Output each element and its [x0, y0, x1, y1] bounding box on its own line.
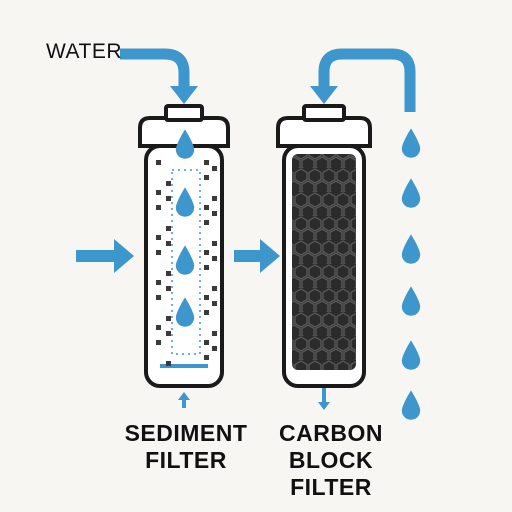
- sediment-particle: [204, 250, 209, 255]
- sediment-particle: [204, 175, 209, 180]
- carbon-filter-label: CARBON BLOCK FILTER: [256, 420, 406, 501]
- sediment-particle: [156, 340, 161, 345]
- sediment-particle: [156, 250, 161, 255]
- sediment-particle: [204, 310, 209, 315]
- sediment-particle: [212, 166, 217, 171]
- carbon-inlet-arrow: [310, 48, 416, 112]
- sediment-label-line2: FILTER: [145, 447, 227, 473]
- water-drop-icon: [401, 234, 421, 264]
- sediment-filter: [138, 104, 230, 408]
- water-label: WATER: [46, 40, 122, 63]
- sediment-particle: [166, 331, 171, 336]
- output-drops: [401, 128, 421, 420]
- sediment-particle: [204, 205, 209, 210]
- sediment-particle: [166, 241, 171, 246]
- sediment-particle: [166, 361, 171, 366]
- sediment-particle: [204, 340, 209, 345]
- sediment-particle: [156, 295, 161, 300]
- sediment-particle: [212, 211, 217, 216]
- sediment-particle: [204, 160, 209, 165]
- sediment-particle: [212, 241, 217, 246]
- sediment-particles: [156, 160, 217, 366]
- sediment-particle: [212, 286, 217, 291]
- water-drop-icon: [401, 286, 421, 316]
- sediment-filter-label: SEDIMENT FILTER: [106, 420, 266, 474]
- carbon-label-line2: BLOCK: [288, 447, 374, 473]
- transfer-arrow: [234, 239, 280, 273]
- sediment-particle: [212, 331, 217, 336]
- sediment-particle: [212, 196, 217, 201]
- inlet-arrow: [120, 48, 198, 104]
- sediment-particle: [212, 256, 217, 261]
- sediment-particle: [166, 316, 171, 321]
- sediment-particle: [166, 181, 171, 186]
- sediment-particle: [204, 265, 209, 270]
- sediment-particle: [166, 271, 171, 276]
- side-inlet-arrow: [76, 239, 134, 273]
- sediment-particle: [212, 301, 217, 306]
- sediment-particle: [156, 280, 161, 285]
- water-drop-icon: [401, 128, 421, 158]
- water-drop-icon: [401, 340, 421, 370]
- sediment-particle: [156, 190, 161, 195]
- sediment-particle: [212, 346, 217, 351]
- sediment-particle: [166, 196, 171, 201]
- water-drop-icon: [401, 178, 421, 208]
- sediment-particle: [166, 286, 171, 291]
- carbon-label-line3: FILTER: [290, 474, 372, 500]
- sediment-particle: [156, 205, 161, 210]
- sediment-particle: [204, 220, 209, 225]
- carbon-label-line1: CARBON: [279, 420, 383, 446]
- carbon-block-filter: [276, 104, 372, 410]
- sediment-particle: [156, 235, 161, 240]
- sediment-particle: [204, 295, 209, 300]
- water-drop-icon: [401, 390, 421, 420]
- sediment-particle: [166, 226, 171, 231]
- sediment-particle: [204, 355, 209, 360]
- sediment-particle: [156, 325, 161, 330]
- sediment-label-line1: SEDIMENT: [124, 420, 248, 446]
- sediment-particle: [156, 160, 161, 165]
